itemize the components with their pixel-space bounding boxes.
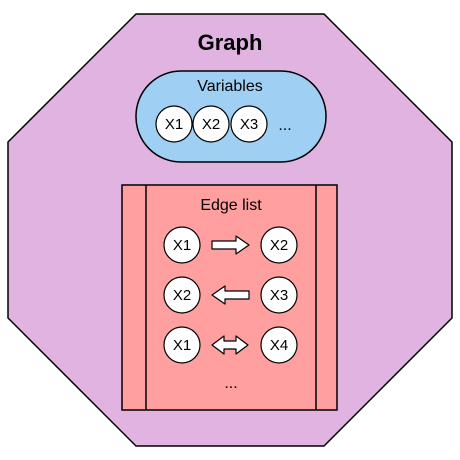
edge-row-1-from-label: X1 <box>173 237 191 254</box>
edge-row-1-to-label: X2 <box>270 237 288 254</box>
variable-node-x3-label: X3 <box>240 116 258 133</box>
variable-node-x2-label: X2 <box>202 116 220 133</box>
graph-title: Graph <box>198 30 263 55</box>
variables-ellipsis: ... <box>278 117 291 134</box>
edge-row-2: X2 X3 <box>163 276 298 314</box>
edge-row-3-from-label: X1 <box>173 337 191 354</box>
edge-list-ellipsis: ... <box>224 375 237 392</box>
variable-node-x1-circle <box>155 105 193 143</box>
variable-node-x1-label: X1 <box>165 116 183 133</box>
variable-node-x2: X2 <box>192 105 230 143</box>
edge-row-2-from-circle <box>163 276 201 314</box>
variable-node-x3-circle <box>230 105 268 143</box>
variable-node-x3: X3 <box>230 105 268 143</box>
edge-row-1-from-circle <box>163 226 201 264</box>
edge-row-2-from-label: X2 <box>173 287 191 304</box>
edge-row-2-to-circle <box>260 276 298 314</box>
variable-node-x2-circle <box>192 105 230 143</box>
edge-row-2-to-label: X3 <box>270 287 288 304</box>
edge-row-1: X1 X2 <box>163 226 298 264</box>
left-arrow-icon <box>211 285 250 305</box>
right-arrow-icon <box>211 235 250 255</box>
edge-list-label: Edge list <box>200 197 262 214</box>
edge-row-3-to-label: X4 <box>270 337 288 354</box>
double-arrow-icon <box>211 335 249 355</box>
variable-node-x1: X1 <box>155 105 193 143</box>
edge-row-3: X1 X4 <box>163 326 298 364</box>
edge-row-3-to-circle <box>260 326 298 364</box>
edge-row-3-from-circle <box>163 326 201 364</box>
edge-row-1-to-circle <box>260 226 298 264</box>
variables-label: Variables <box>197 78 263 95</box>
